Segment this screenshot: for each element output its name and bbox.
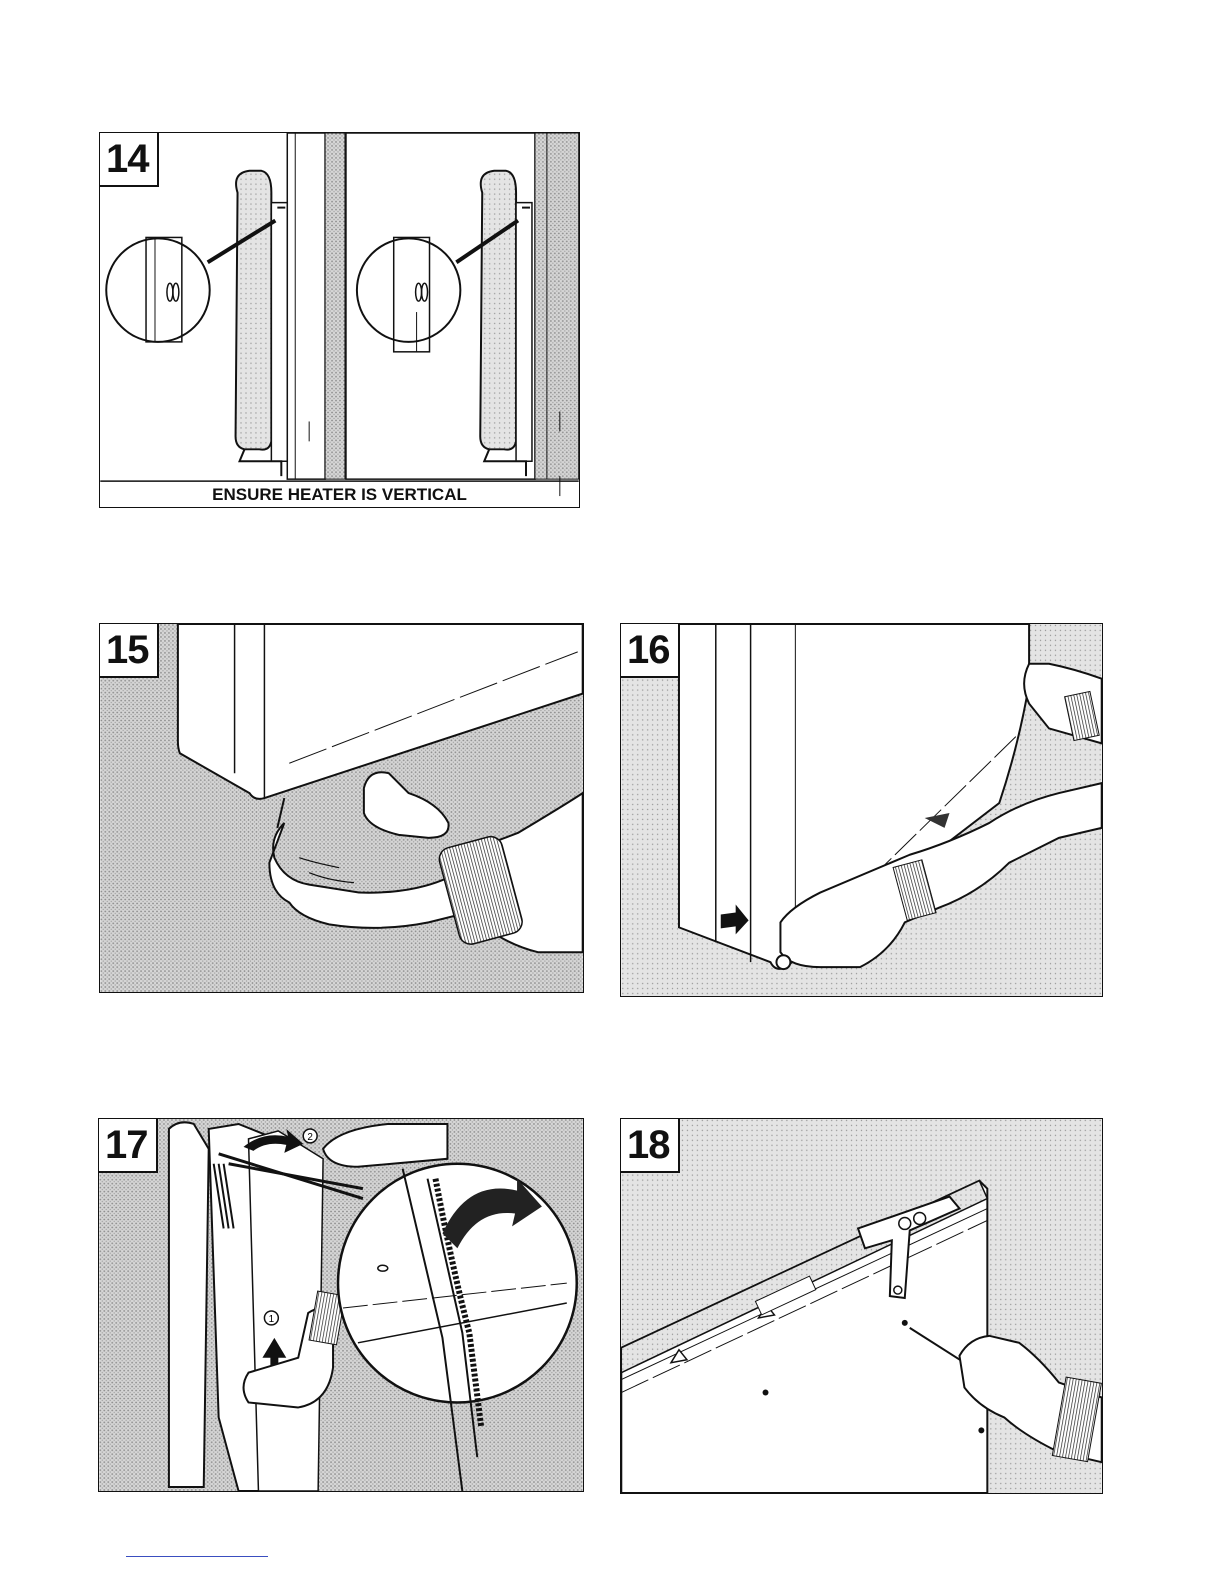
figure-17: 1 2 17 [98, 1118, 584, 1492]
callout-2: 2 [307, 1132, 313, 1143]
figure-number: 17 [99, 1119, 158, 1173]
screw-fixing-illustration [621, 1119, 1102, 1493]
heater-vertical-illustration [100, 133, 579, 507]
figure-15: 15 [99, 623, 584, 993]
footer-rule [126, 1556, 268, 1557]
figure-number: 16 [621, 624, 680, 678]
figure-14: 14 ENSU [99, 132, 580, 508]
heater-lift-engage-illustration: 1 2 [99, 1119, 583, 1491]
heater-against-wall-illustration [621, 624, 1102, 996]
figure-caption: ENSURE HEATER IS VERTICAL [100, 485, 579, 505]
figure-number: 18 [621, 1119, 680, 1173]
figure-number: 15 [100, 624, 159, 678]
figure-number: 14 [100, 133, 159, 187]
figure-18: 18 [620, 1118, 1103, 1494]
figure-16: 16 [620, 623, 1103, 997]
callout-1: 1 [269, 1314, 275, 1325]
foot-under-heater-illustration [100, 624, 583, 992]
